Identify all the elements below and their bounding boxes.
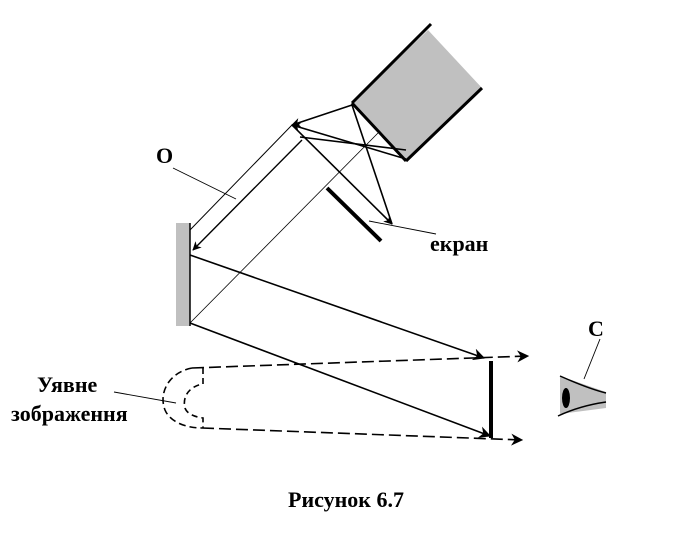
light-source (350, 22, 484, 163)
eye-icon (557, 375, 607, 417)
label-virtual-image-line1: Уявне (37, 372, 97, 397)
leader-lines (113, 167, 601, 404)
label-c: С (588, 316, 604, 341)
label-screen: екран (430, 231, 489, 256)
small-screen (325, 186, 383, 243)
reflected-rays (189, 254, 492, 438)
object-plate (176, 223, 191, 326)
ray-bundle (189, 104, 407, 324)
virtual-image-rays (162, 350, 530, 446)
figure-caption: Рисунок 6.7 (288, 487, 404, 512)
label-o: О (156, 143, 173, 168)
label-virtual-image-line2: зображення (11, 401, 128, 426)
